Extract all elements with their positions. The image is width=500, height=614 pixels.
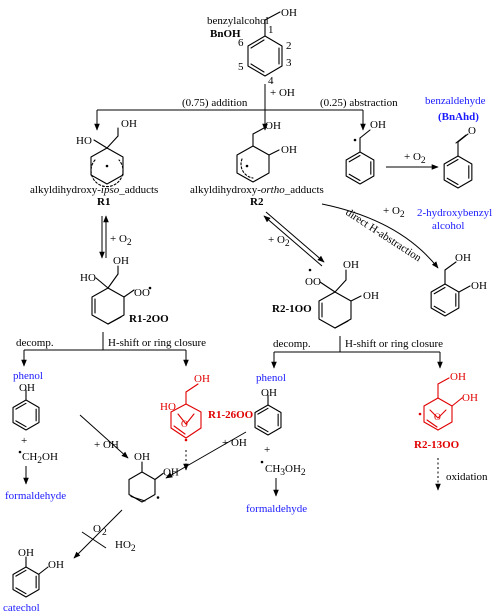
r1-oh-label: OH bbox=[121, 118, 137, 130]
dihydroxy-oh1-label: OH bbox=[134, 451, 150, 463]
right-decomp-label: decomp. bbox=[273, 338, 311, 350]
hydroxybenzyl-alcohol-oh1-label: OH bbox=[455, 252, 471, 264]
r2-o2-forward-arrow bbox=[265, 211, 325, 263]
left-oh-add-label: + OH bbox=[94, 439, 119, 451]
benzylalcohol-oh-label: OH bbox=[281, 7, 297, 19]
r1-26oo-structure: HO OH O R1-26OO bbox=[160, 373, 254, 442]
right-phenol-name: phenol bbox=[256, 372, 286, 384]
left-phenol-structure: OH bbox=[12, 382, 40, 431]
benzaldehyde-code: (BnAhd) bbox=[438, 111, 479, 123]
right-formaldehyde-name: formaldehyde bbox=[246, 503, 307, 515]
r1-2oo-structure bbox=[91, 265, 152, 325]
svg-text:2: 2 bbox=[102, 528, 107, 538]
r1-2oo-oh-label: OH bbox=[113, 255, 129, 267]
r1-26oo-o-label: O bbox=[181, 420, 188, 430]
abstraction-o2-label: + O2 bbox=[404, 151, 426, 166]
abstraction-label: (0.25) abstraction bbox=[320, 97, 398, 109]
right-ch3oh2-radical: CH3OH2 bbox=[265, 463, 306, 478]
position-2: 2 bbox=[286, 40, 292, 52]
r2-o2-reverse-arrow bbox=[263, 215, 323, 267]
r1-name: alkyldihydroxy-ipso_adducts bbox=[30, 184, 158, 196]
catechol-oh2-label: OH bbox=[48, 559, 64, 571]
right-oh-add-label: + OH bbox=[222, 437, 247, 449]
hydroxybenzyl-alcohol-structure: OH OH bbox=[430, 252, 487, 317]
r1-2oo-oo-label: OO bbox=[134, 287, 150, 299]
benzylalcohol-molecule: OH 1 2 3 4 5 6 bbox=[238, 7, 297, 87]
r2-name: alkyldihydroxy-ortho_adducts bbox=[190, 184, 324, 196]
hydroxybenzyl-alcohol-name-2: alcohol bbox=[432, 220, 464, 232]
r1-ho-label: HO bbox=[76, 135, 92, 147]
r2-1oo-oh2-label: OH bbox=[363, 290, 379, 302]
r1-code: R1 bbox=[97, 196, 110, 208]
r1-o2-label: + O2 bbox=[110, 233, 132, 248]
r2-13oo-o-label: O bbox=[434, 413, 441, 423]
catechol-ho2-label: HO2 bbox=[115, 539, 136, 554]
benzylalcohol-code: BnOH bbox=[210, 28, 241, 40]
r2-oh1-label: OH bbox=[265, 120, 281, 132]
h-abstraction-arrow bbox=[321, 203, 439, 269]
benzaldehyde-name: benzaldehyde bbox=[425, 95, 486, 107]
benzaldehyde-structure: O bbox=[443, 125, 476, 189]
r1-2oo-code: R1-2OO bbox=[129, 313, 169, 325]
benzaldehyde-o-label: O bbox=[468, 125, 476, 137]
r2-structure bbox=[236, 127, 280, 183]
left-phenol-oh-label: OH bbox=[19, 382, 35, 394]
catechol-structure: OH OH bbox=[12, 547, 64, 598]
left-ch2oh-radical: CH2OH bbox=[22, 451, 58, 466]
r2-1oo-code: R2-1OO bbox=[272, 303, 312, 315]
right-hshift-label: H-shift or ring closure bbox=[345, 338, 443, 350]
r2-code: R2 bbox=[250, 196, 264, 208]
benzylalcohol-name: benzylalcohol bbox=[207, 15, 269, 27]
catechol-name: catechol bbox=[3, 602, 40, 614]
position-5: 5 bbox=[238, 61, 244, 73]
r1-26oo-code: R1-26OO bbox=[208, 409, 254, 421]
right-plus: + bbox=[264, 444, 270, 456]
addition-label: (0.75) addition bbox=[182, 97, 248, 109]
r2-1oo-oh1-label: OH bbox=[343, 259, 359, 271]
left-plus: + bbox=[21, 435, 27, 447]
r2-13oo-oh2-label: OH bbox=[462, 392, 478, 404]
r1-structure bbox=[90, 127, 124, 188]
catechol-o2-label: O bbox=[93, 523, 101, 535]
benzyl-radical-structure bbox=[345, 129, 375, 185]
oh-reagent: + OH bbox=[270, 87, 295, 99]
hydroxybenzyl-alcohol-oh2-label: OH bbox=[471, 280, 487, 292]
h-abstraction-o2-label: + O2 bbox=[383, 205, 405, 220]
r2-o2-label: + O2 bbox=[268, 234, 290, 249]
r1-26oo-ho-label: HO bbox=[160, 401, 176, 413]
r2-1oo-oo-label: OO bbox=[305, 276, 321, 288]
left-decomp-label: decomp. bbox=[16, 337, 54, 349]
r2-1oo-structure bbox=[308, 268, 362, 329]
position-6: 6 bbox=[238, 37, 244, 49]
position-3: 3 bbox=[286, 57, 292, 69]
oxidation-label: oxidation bbox=[446, 471, 488, 483]
r1-26oo-oh-label: OH bbox=[194, 373, 210, 385]
r2-13oo-code: R2-13OO bbox=[414, 439, 460, 451]
position-4: 4 bbox=[268, 75, 274, 87]
right-phenol-oh-label: OH bbox=[261, 387, 277, 399]
position-1: 1 bbox=[268, 24, 274, 36]
left-phenol-name: phenol bbox=[13, 370, 43, 382]
right-phenol-structure: OH bbox=[254, 387, 282, 436]
r1-2oo-ho-label: HO bbox=[80, 272, 96, 284]
r2-oh2-label: OH bbox=[281, 144, 297, 156]
hydroxybenzyl-alcohol-name-1: 2-hydroxybenzyl bbox=[417, 207, 492, 219]
catechol-oh1-label: OH bbox=[18, 547, 34, 559]
left-hshift-label: H-shift or ring closure bbox=[108, 337, 206, 349]
r2-13oo-structure: OH OH O R2-13OO bbox=[414, 371, 478, 451]
r2-13oo-oh1-label: OH bbox=[450, 371, 466, 383]
benzyl-radical-oh-label: OH bbox=[370, 119, 386, 131]
left-formaldehyde-name: formaldehyde bbox=[5, 490, 66, 502]
